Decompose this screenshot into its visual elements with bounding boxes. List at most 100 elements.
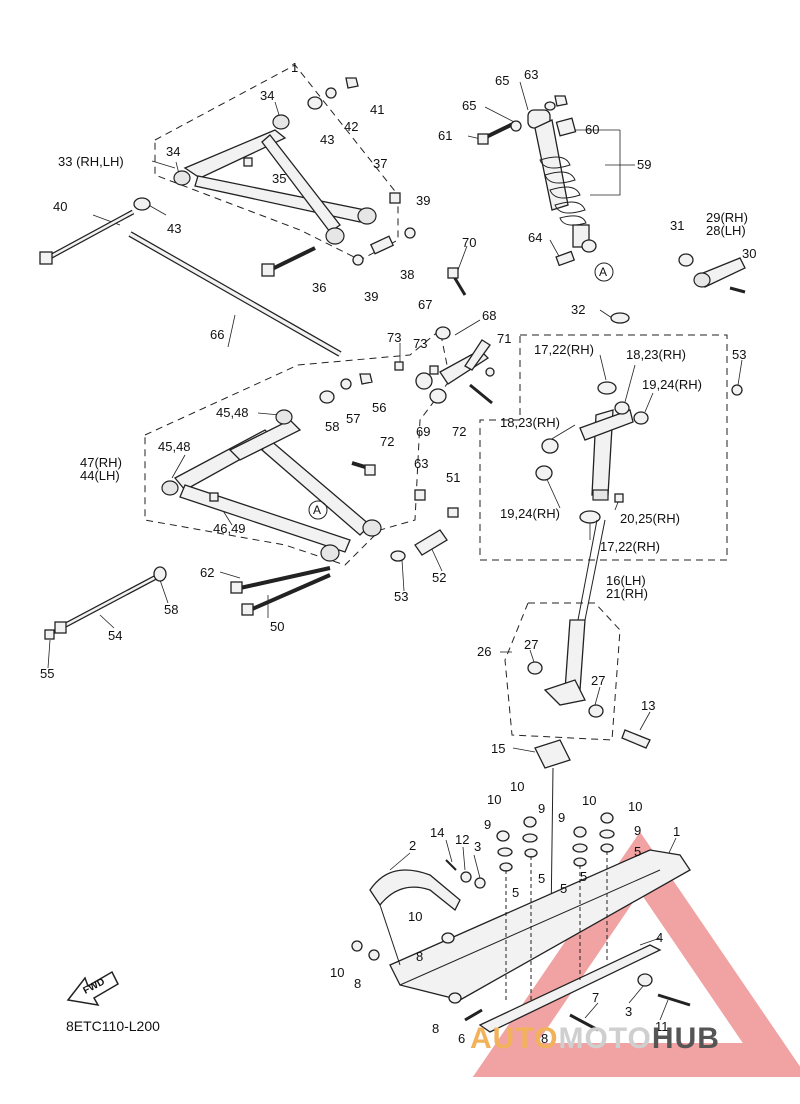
callout: 29(RH) bbox=[706, 210, 748, 225]
callout: 59 bbox=[637, 157, 652, 172]
callout: 65 bbox=[462, 98, 477, 113]
diagram-code: 8ETC110-L200 bbox=[66, 1018, 160, 1034]
callout: 41 bbox=[370, 102, 385, 117]
fwd-arrow-icon bbox=[66, 970, 119, 1006]
callout: 4 bbox=[656, 930, 664, 945]
callout: 26 bbox=[477, 644, 492, 659]
callout: 61 bbox=[438, 128, 453, 143]
callout: 40 bbox=[53, 199, 68, 214]
callout: 53 bbox=[732, 347, 747, 362]
callout: 50 bbox=[270, 619, 285, 634]
callout: 8 bbox=[541, 1031, 549, 1046]
callout: 37 bbox=[373, 156, 388, 171]
callout: 2 bbox=[409, 838, 417, 853]
callout: 64 bbox=[528, 230, 543, 245]
callout: 34 bbox=[166, 144, 181, 159]
callout: 19,24(RH) bbox=[500, 506, 560, 521]
part-68-link bbox=[394, 267, 495, 405]
group-box-steering bbox=[479, 334, 728, 561]
callout: 9 bbox=[484, 817, 492, 832]
callout: 17,22(RH) bbox=[534, 342, 594, 357]
part-59-shock bbox=[477, 95, 614, 282]
callout: 57 bbox=[346, 411, 361, 426]
group-box-spindle bbox=[504, 602, 621, 741]
callout: 8 bbox=[354, 976, 362, 991]
callout: 15 bbox=[491, 741, 506, 756]
callout: 42 bbox=[344, 119, 359, 134]
watermark-logo: AUTOMOTOHUB bbox=[470, 1022, 720, 1056]
callout: 18,23(RH) bbox=[500, 415, 560, 430]
callout: 8 bbox=[416, 949, 424, 964]
callout: 5 bbox=[538, 871, 546, 886]
watermark-triangle bbox=[472, 831, 800, 1077]
callout: 72 bbox=[452, 424, 467, 439]
callout: 32 bbox=[571, 302, 586, 317]
callout: 10 bbox=[487, 792, 502, 807]
part-54-bolt bbox=[44, 566, 167, 640]
callout: 52 bbox=[432, 570, 447, 585]
callout: 19,24(RH) bbox=[642, 377, 702, 392]
callout: 65 bbox=[495, 73, 510, 88]
group-box-lower-arm bbox=[144, 329, 451, 566]
callout: 63 bbox=[414, 456, 429, 471]
callout: 9 bbox=[558, 810, 566, 825]
callout: 71 bbox=[497, 331, 512, 346]
callout: 10 bbox=[408, 909, 423, 924]
callout: 39 bbox=[416, 193, 431, 208]
callout: 28(LH) bbox=[706, 223, 746, 238]
callout: 3 bbox=[474, 839, 482, 854]
callout: 67 bbox=[418, 297, 433, 312]
callout: 60 bbox=[585, 122, 600, 137]
callout: 14 bbox=[430, 825, 445, 840]
callout: 54 bbox=[108, 628, 123, 643]
callout: 53 bbox=[394, 589, 409, 604]
callout: 9 bbox=[634, 823, 642, 838]
callout: 46,49 bbox=[213, 521, 246, 536]
part-steering-column bbox=[535, 312, 743, 621]
callout: 39 bbox=[364, 289, 379, 304]
callout: 56 bbox=[372, 400, 387, 415]
callout: 55 bbox=[40, 666, 55, 681]
callout: 47(RH) bbox=[80, 455, 122, 470]
callout: 21(RH) bbox=[606, 586, 648, 601]
part-66-shaft bbox=[128, 231, 342, 357]
callout: 27 bbox=[524, 637, 539, 652]
ref-marker-a: A bbox=[313, 503, 322, 517]
callout: 1 bbox=[291, 60, 299, 75]
watermark-moto: MOTO bbox=[558, 1022, 652, 1055]
callout: 16(LH) bbox=[606, 573, 646, 588]
callout: 58 bbox=[164, 602, 179, 617]
callout: 73 bbox=[413, 336, 428, 351]
watermark-auto: AUTO bbox=[470, 1022, 559, 1055]
callout: 10 bbox=[582, 793, 597, 808]
callout: 43 bbox=[320, 132, 335, 147]
callout: 70 bbox=[462, 235, 477, 250]
callout: 6 bbox=[458, 1031, 466, 1046]
callout: 5 bbox=[634, 844, 642, 859]
callout: 43 bbox=[167, 221, 182, 236]
callout: 35 bbox=[272, 171, 287, 186]
part-pitman-arm bbox=[678, 253, 746, 294]
callout: 33 (RH,LH) bbox=[58, 154, 124, 169]
callout: 9 bbox=[538, 801, 546, 816]
part-ski bbox=[351, 849, 691, 1033]
callout: 3 bbox=[625, 1004, 633, 1019]
callout: 44(LH) bbox=[80, 468, 120, 483]
watermark-hub: HUB bbox=[651, 1022, 720, 1055]
callout: 5 bbox=[512, 885, 520, 900]
callout: 51 bbox=[446, 470, 461, 485]
callout: 66 bbox=[210, 327, 225, 342]
group-box-upper-arm bbox=[154, 64, 399, 261]
callout: 31 bbox=[670, 218, 685, 233]
callout: 69 bbox=[416, 424, 431, 439]
callout: 10 bbox=[628, 799, 643, 814]
callout: 45,48 bbox=[158, 439, 191, 454]
callout: 68 bbox=[482, 308, 497, 323]
callout: 10 bbox=[330, 965, 345, 980]
callout: 45,48 bbox=[216, 405, 249, 420]
callout: 58 bbox=[325, 419, 340, 434]
callout: 5 bbox=[560, 881, 568, 896]
callout: 12 bbox=[455, 832, 470, 847]
callout: 7 bbox=[592, 990, 600, 1005]
